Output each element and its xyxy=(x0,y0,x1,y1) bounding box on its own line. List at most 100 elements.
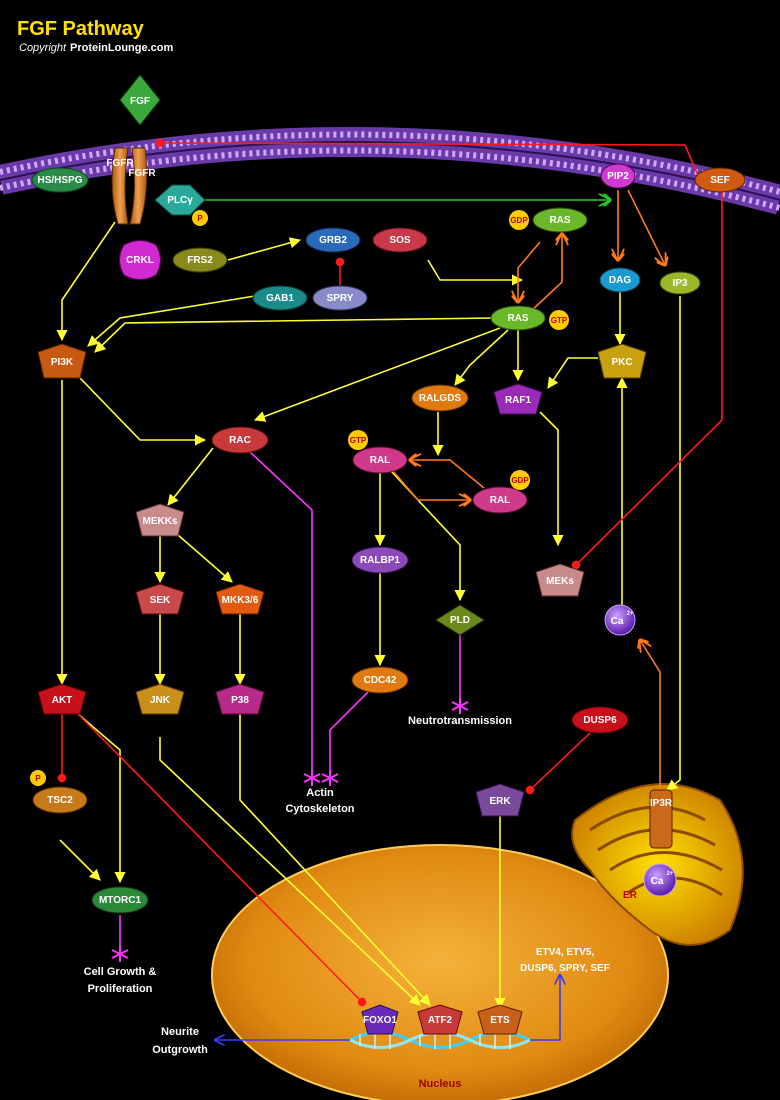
svg-text:Ca: Ca xyxy=(611,616,624,627)
phospho-badge-tsc2: P xyxy=(30,770,46,786)
ip3-node: IP3 xyxy=(659,271,701,295)
phospho-badge-plc: P xyxy=(192,210,208,226)
svg-text:RAL: RAL xyxy=(370,455,391,466)
copyright-owner: ProteinLounge.com xyxy=(70,42,174,54)
svg-text:P: P xyxy=(197,214,203,223)
ralgds-node: RALGDS xyxy=(411,384,469,412)
gdp-badge-ral: GDP xyxy=(510,470,530,490)
label-proliferation: Proliferation xyxy=(88,983,153,995)
atf2-node: ATF2 xyxy=(417,1004,463,1035)
tsc2-node: TSC2 xyxy=(32,786,88,814)
mekks-node: MEKKs xyxy=(135,503,185,537)
svg-text:SEF: SEF xyxy=(710,175,729,186)
pip2-node: PIP2 xyxy=(600,163,636,189)
output-asterisk-growth xyxy=(111,946,129,962)
label-neurotransmission: Neutrotransmission xyxy=(408,715,512,727)
svg-text:ATF2: ATF2 xyxy=(428,1015,453,1026)
svg-text:HS/HSPG: HS/HSPG xyxy=(37,175,82,186)
svg-text:PI3K: PI3K xyxy=(51,357,74,368)
svg-text:AKT: AKT xyxy=(52,695,73,706)
svg-text:SPRY: SPRY xyxy=(327,293,354,304)
label-nucleus: Nucleus xyxy=(419,1078,462,1090)
hs-hspg-node: HS/HSPG xyxy=(31,167,89,193)
svg-text:RAS: RAS xyxy=(549,215,570,226)
svg-text:FOXO1: FOXO1 xyxy=(363,1015,397,1026)
gab1-node: GAB1 xyxy=(252,285,308,311)
svg-text:RAS: RAS xyxy=(507,313,528,324)
svg-text:FRS2: FRS2 xyxy=(187,255,213,266)
svg-text:RAF1: RAF1 xyxy=(505,395,532,406)
svg-text:SOS: SOS xyxy=(389,235,410,246)
svg-text:MKK3/6: MKK3/6 xyxy=(222,595,259,606)
svg-text:IP3: IP3 xyxy=(672,278,687,289)
dag-node: DAG xyxy=(599,267,641,293)
grb2-node: GRB2 xyxy=(305,227,361,253)
svg-text:ETS: ETS xyxy=(490,1015,510,1026)
ip3r-channel: IP3R xyxy=(649,789,673,849)
svg-text:P: P xyxy=(35,774,41,783)
jnk-node: JNK xyxy=(135,683,185,715)
rac-node: RAC xyxy=(211,426,269,454)
svg-text:GTP: GTP xyxy=(350,436,367,445)
copyright-prefix: Copyright xyxy=(19,42,67,54)
label-er: ER xyxy=(623,890,638,901)
label-neurite: Neurite xyxy=(161,1026,199,1038)
svg-text:2+: 2+ xyxy=(667,871,674,877)
raf1-node: RAF1 xyxy=(493,383,543,415)
svg-text:PLCγ: PLCγ xyxy=(167,195,193,206)
edges-gene-output xyxy=(215,975,560,1040)
svg-text:RAC: RAC xyxy=(229,435,251,446)
calcium-ion-cytoplasm: Ca 2+ xyxy=(604,604,636,636)
calcium-ion-er: Ca 2+ xyxy=(643,863,677,897)
svg-text:2+: 2+ xyxy=(627,611,634,617)
ras-gdp-node: RAS xyxy=(532,207,588,233)
label-actin: Actin xyxy=(306,787,334,799)
edges-activation xyxy=(56,221,681,1010)
crkl-node: CRKL xyxy=(119,240,161,280)
edges-cycle xyxy=(391,189,665,790)
label-cell-growth: Cell Growth & xyxy=(84,966,157,978)
meks-node: MEKs xyxy=(535,563,585,597)
svg-text:DUSP6: DUSP6 xyxy=(583,715,617,726)
page-title: FGF Pathway xyxy=(17,18,145,40)
svg-text:IP3R: IP3R xyxy=(650,798,673,809)
svg-text:FGFR: FGFR xyxy=(128,168,156,179)
svg-text:PLD: PLD xyxy=(450,615,470,626)
svg-text:MEKKs: MEKKs xyxy=(142,516,177,527)
edges-output xyxy=(119,451,461,948)
output-asterisk-actin xyxy=(303,770,339,786)
label-cytoskeleton: Cytoskeleton xyxy=(285,803,354,815)
edges-inhibition xyxy=(57,138,723,1007)
svg-text:FGFR: FGFR xyxy=(106,158,134,169)
svg-text:MTORC1: MTORC1 xyxy=(99,895,141,906)
erk-node: ERK xyxy=(475,783,525,817)
svg-text:GTP: GTP xyxy=(551,316,568,325)
svg-text:GDP: GDP xyxy=(511,476,529,485)
svg-text:GDP: GDP xyxy=(510,216,528,225)
svg-text:RAL: RAL xyxy=(490,495,511,506)
mkk36-node: MKK3/6 xyxy=(215,583,265,615)
ral-gdp-node: RAL xyxy=(472,486,528,514)
dusp6-node: DUSP6 xyxy=(571,706,629,734)
nucleus xyxy=(211,844,669,1100)
sef-node: SEF xyxy=(694,167,746,193)
fgfr-receptor: FGFR FGFR xyxy=(106,147,156,225)
frs2-node: FRS2 xyxy=(172,247,228,273)
sos-node: SOS xyxy=(372,227,428,253)
svg-text:PIP2: PIP2 xyxy=(607,171,629,182)
gdp-badge-ras: GDP xyxy=(509,210,529,230)
ras-gtp-node: RAS xyxy=(490,305,546,331)
spry-node: SPRY xyxy=(312,285,368,311)
svg-text:RALGDS: RALGDS xyxy=(419,393,462,404)
ets-node: ETS xyxy=(477,1004,523,1035)
gtp-badge-ral: GTP xyxy=(348,430,368,450)
svg-text:SEK: SEK xyxy=(150,595,171,606)
svg-text:MEKs: MEKs xyxy=(546,576,574,587)
ral-gtp-node: RAL xyxy=(352,446,408,474)
akt-node: AKT xyxy=(37,683,87,715)
svg-text:GAB1: GAB1 xyxy=(266,293,294,304)
cdc42-node: CDC42 xyxy=(351,666,409,694)
plc-gamma-node: PLCγ xyxy=(154,184,206,216)
pkc-node: PKC xyxy=(597,343,647,379)
